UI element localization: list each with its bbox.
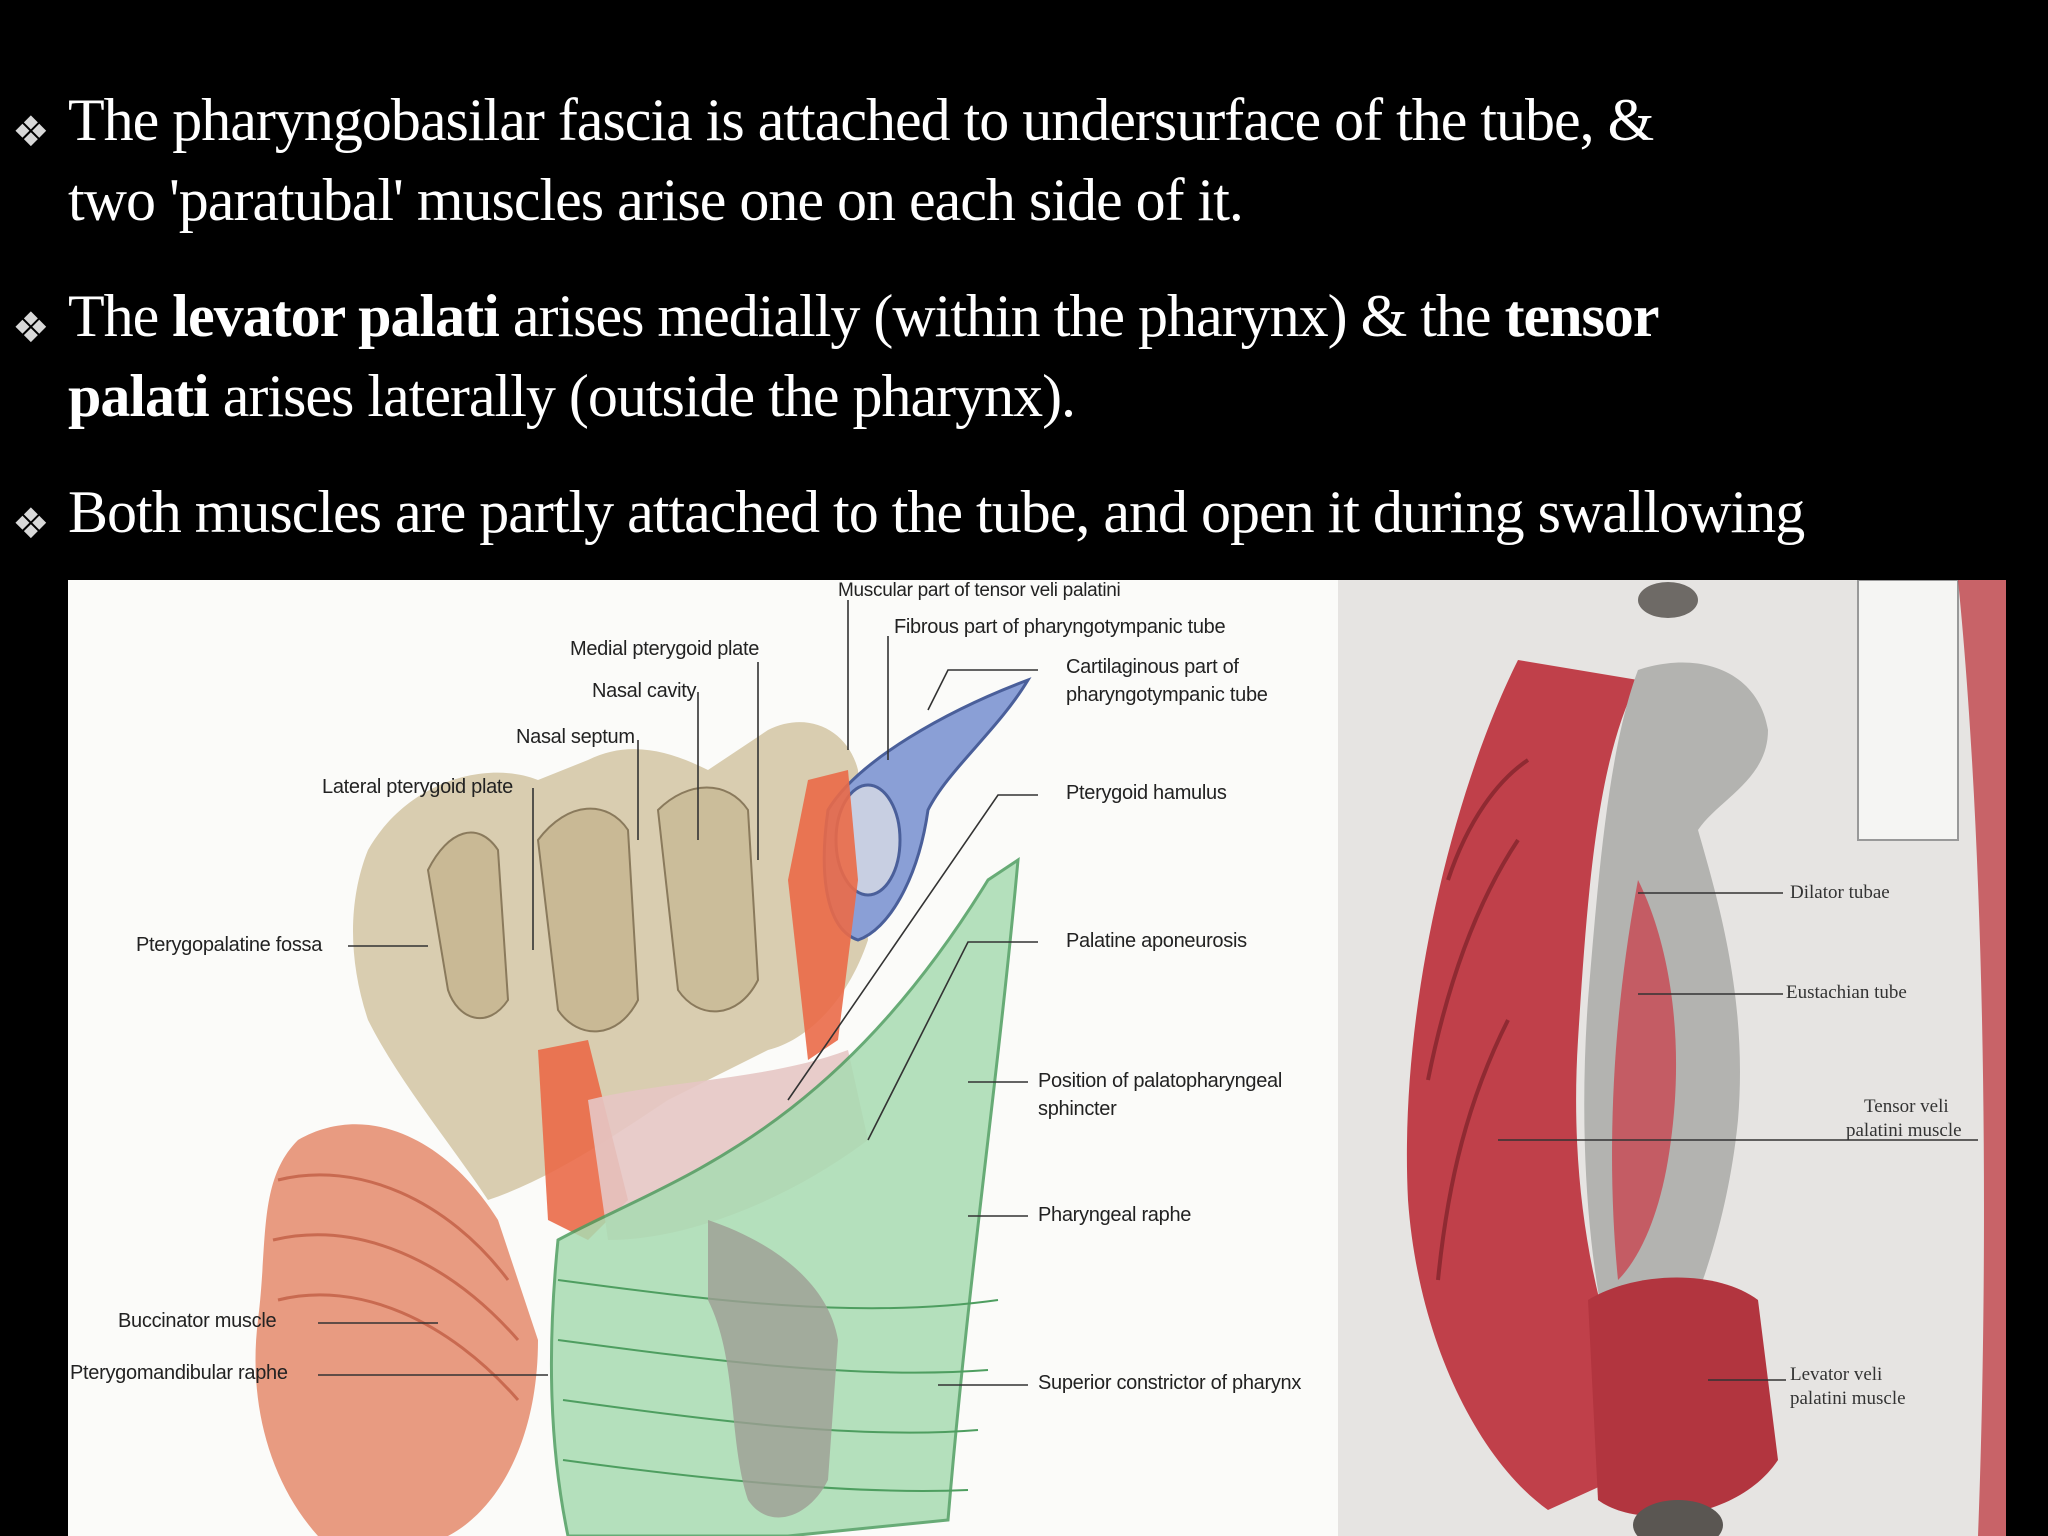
label-levator-2: palatini muscle bbox=[1790, 1388, 1906, 1409]
eustachian-tube-photo: Dilator tubae Eustachian tube Tensor vel… bbox=[1338, 580, 2006, 1536]
label-hamulus: Pterygoid hamulus bbox=[1066, 782, 1227, 804]
diamond-star-icon: ❖ bbox=[12, 303, 50, 352]
label-constrictor: Superior constrictor of pharynx bbox=[1038, 1372, 1302, 1394]
anatomy-drawing bbox=[255, 600, 1038, 1536]
bold-term-tensor: tensor bbox=[1504, 283, 1660, 349]
diamond-star-icon: ❖ bbox=[12, 499, 50, 548]
label-lateral-plate: Lateral pterygoid plate bbox=[322, 776, 514, 798]
label-nasal-septum: Nasal septum bbox=[516, 726, 635, 748]
label-raphe: Pharyngeal raphe bbox=[1038, 1204, 1192, 1226]
bullet-2-line-2: palati arises laterally (outside the pha… bbox=[68, 356, 1076, 436]
diamond-star-icon: ❖ bbox=[12, 107, 50, 156]
label-medial-plate: Medial pterygoid plate bbox=[570, 638, 760, 660]
label-levator-1: Levator veli bbox=[1790, 1364, 1883, 1385]
label-fossa: Pterygopalatine fossa bbox=[136, 934, 323, 956]
bullet-1: ❖ The pharyngobasilar fascia is attached… bbox=[12, 80, 2042, 240]
label-cartilaginous-2: pharyngotympanic tube bbox=[1066, 684, 1268, 706]
bullet-2-line-1: The levator palati arises medially (with… bbox=[68, 276, 1660, 356]
label-sphincter-2: sphincter bbox=[1038, 1098, 1117, 1120]
bullet-1-line-2: two 'paratubal' muscles arise one on eac… bbox=[68, 167, 1244, 233]
pharynx-anatomy-illustration: Muscular part of tensor veli palatini Fi… bbox=[68, 580, 1338, 1536]
bullet-2: ❖ The levator palati arises medially (wi… bbox=[12, 276, 2042, 436]
label-buccinator: Buccinator muscle bbox=[118, 1310, 277, 1332]
text-run: arises laterally (outside the pharynx). bbox=[208, 363, 1076, 429]
label-sphincter-1: Position of palatopharyngeal bbox=[1038, 1070, 1283, 1092]
bullet-3: ❖ Both muscles are partly attached to th… bbox=[12, 472, 2042, 552]
label-nasal-cavity: Nasal cavity bbox=[592, 680, 697, 702]
label-eustachian: Eustachian tube bbox=[1786, 982, 1907, 1003]
label-ptm-raphe: Pterygomandibular raphe bbox=[70, 1362, 288, 1384]
bullet-3-line-1: Both muscles are partly attached to the … bbox=[68, 479, 1805, 545]
photo-drawing bbox=[1406, 580, 2006, 1536]
label-tensor-1: Tensor veli bbox=[1864, 1096, 1949, 1117]
label-tensor-2: palatini muscle bbox=[1846, 1120, 1962, 1141]
bold-term-palati: palati bbox=[68, 363, 210, 429]
text-run: The bbox=[68, 283, 173, 349]
label-cartilaginous-1: Cartilaginous part of bbox=[1066, 656, 1239, 678]
bullet-1-line-1: The pharyngobasilar fascia is attached t… bbox=[68, 87, 1654, 153]
label-fibrous-tube: Fibrous part of pharyngotympanic tube bbox=[894, 616, 1226, 638]
text-run: arises medially (within the pharynx) & t… bbox=[498, 283, 1505, 349]
label-aponeurosis: Palatine aponeurosis bbox=[1066, 930, 1247, 952]
bold-term-levator: levator palati bbox=[172, 283, 500, 349]
label-muscular-tensor: Muscular part of tensor veli palatini bbox=[838, 580, 1121, 601]
label-dilator: Dilator tubae bbox=[1790, 882, 1890, 903]
